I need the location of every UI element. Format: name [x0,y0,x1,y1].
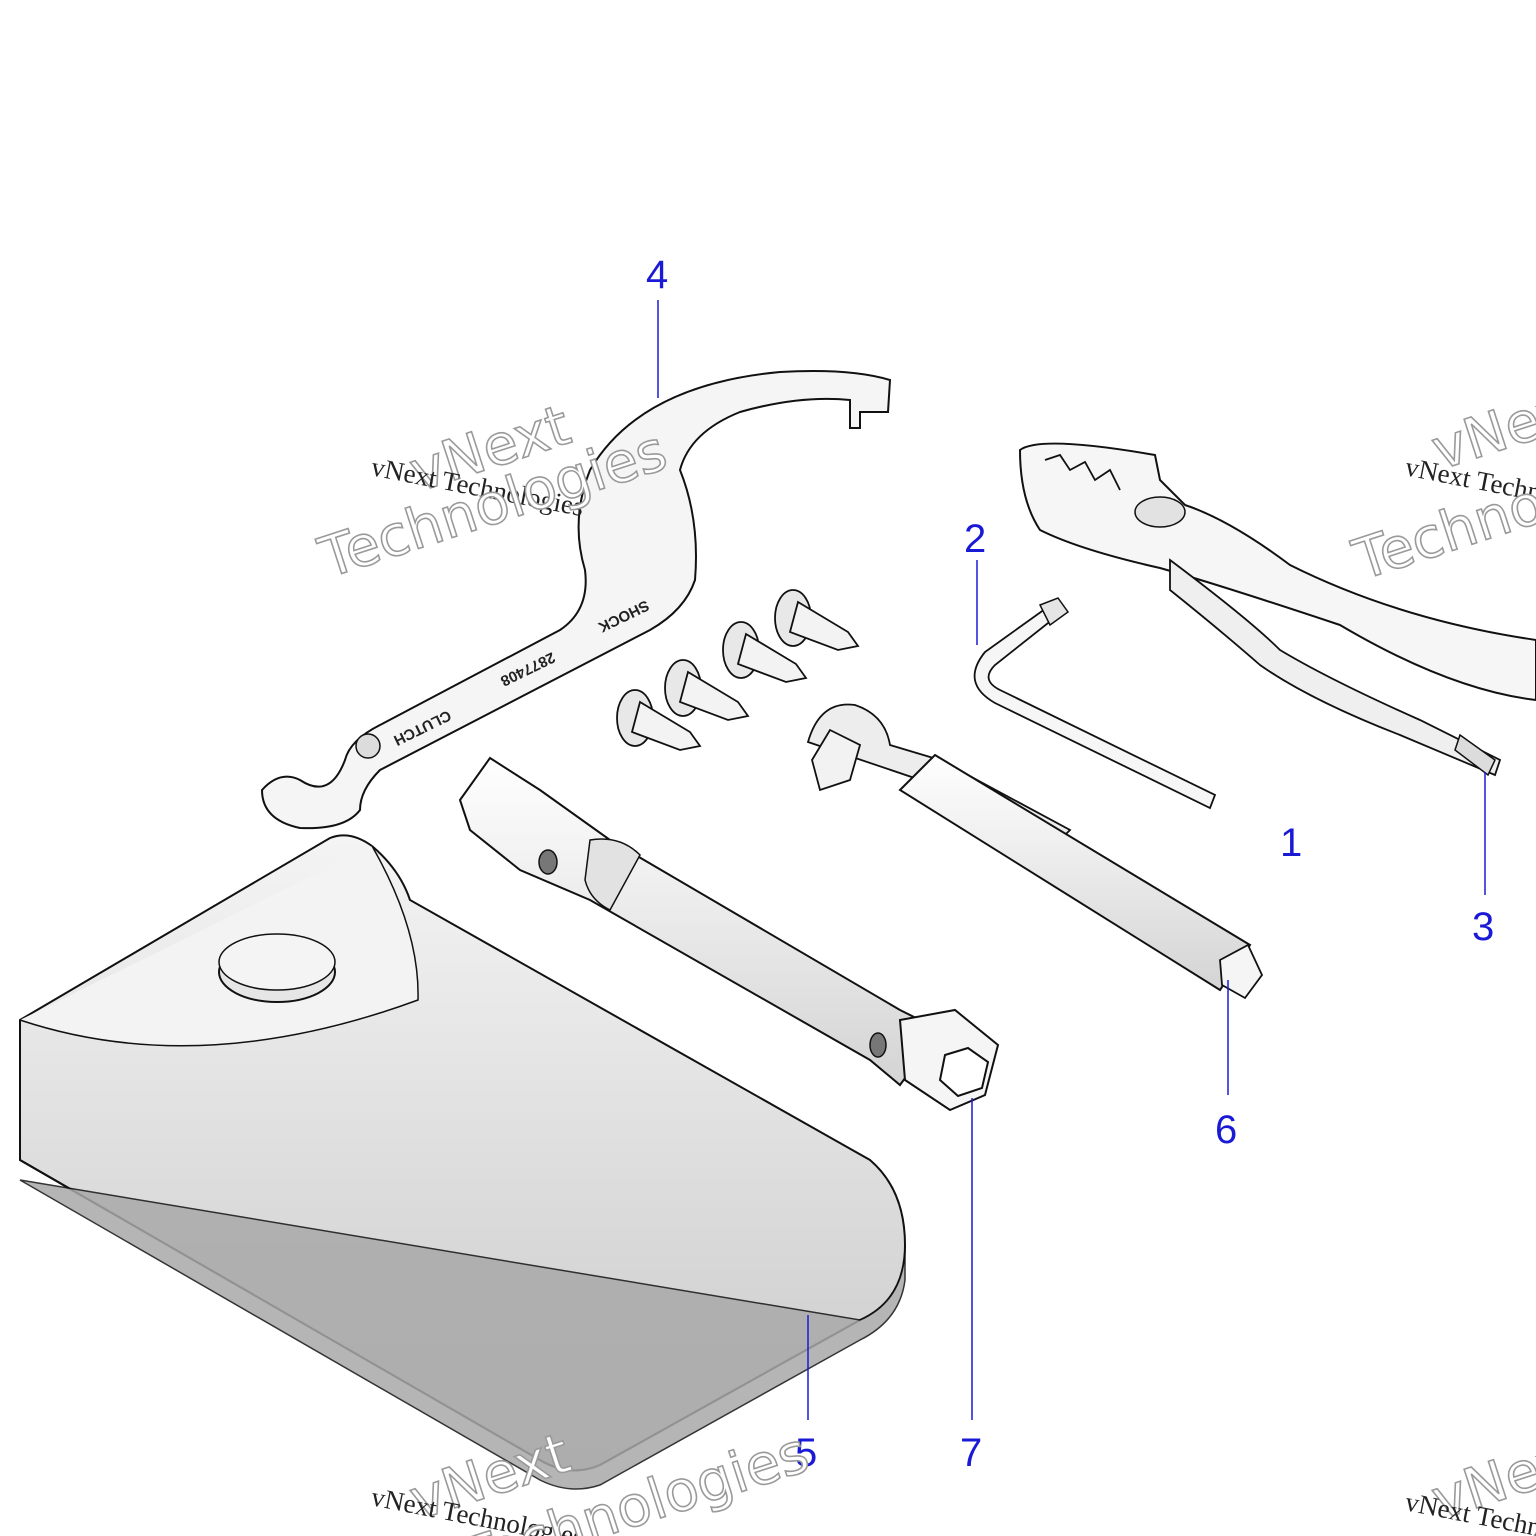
rivet [722,621,808,683]
leader-lines [657,300,1486,1420]
driver-handle [806,703,1264,1000]
rivet-fasteners [616,589,860,751]
rivet [774,589,860,651]
rivet [616,689,702,751]
watermark-top-right: vNext vNext Technologies Technologies [1344,370,1536,594]
callout-2[interactable]: 2 [964,517,986,561]
callout-7[interactable]: 7 [960,1431,982,1475]
hex-key [973,597,1217,810]
callout-3[interactable]: 3 [1472,905,1494,949]
callout-labels: 1 2 3 4 5 6 7 [646,253,1494,1475]
wrench-hole [355,733,381,759]
rivet [664,659,750,721]
spark-plug-socket [458,756,1000,1112]
hex-socket-opening [938,1046,990,1098]
callout-6[interactable]: 6 [1215,1108,1237,1152]
watermark-bottom-right: vNext vNext Technologies [1403,1420,1536,1536]
pliers [1018,442,1536,777]
tool-pouch [19,834,907,1490]
callout-4[interactable]: 4 [646,253,668,297]
callout-1[interactable]: 1 [1280,821,1302,865]
callout-5[interactable]: 5 [795,1431,817,1475]
